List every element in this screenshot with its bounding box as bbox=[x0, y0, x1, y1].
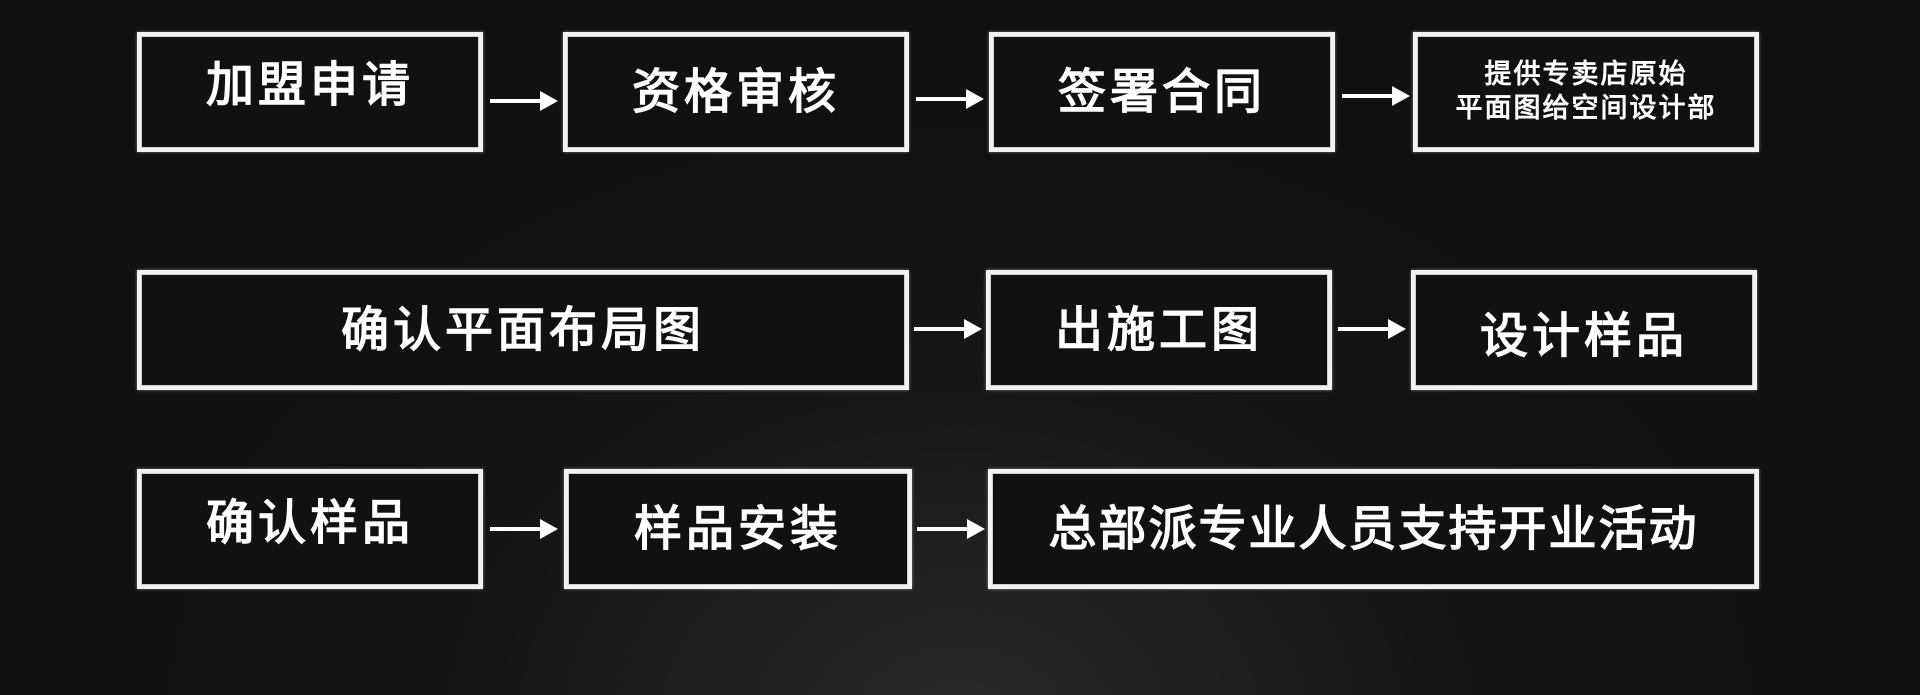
step-confirm-layout: 确认平面布局图 bbox=[137, 270, 909, 390]
step-label: 总部派专业人员支持开业活动 bbox=[1048, 501, 1699, 557]
step-label: 加盟申请 bbox=[205, 57, 414, 113]
right-arrow-icon bbox=[916, 89, 984, 109]
right-arrow-icon bbox=[914, 319, 982, 339]
right-arrow-icon bbox=[917, 519, 985, 539]
step-sign-contract: 签署合同 bbox=[989, 32, 1335, 152]
step-design-samples: 设计样品 bbox=[1411, 270, 1757, 390]
step-label-multiline: 提供专卖店原始 平面图给空间设计部 bbox=[1456, 58, 1717, 126]
step-label-line-2: 平面图给空间设计部 bbox=[1455, 93, 1717, 124]
right-arrow-icon bbox=[1338, 319, 1406, 339]
step-sample-installation: 样品安装 bbox=[564, 469, 912, 589]
step-qualification-review: 资格审核 bbox=[563, 32, 909, 152]
right-arrow-icon bbox=[490, 519, 558, 539]
right-arrow-icon bbox=[490, 91, 558, 111]
step-label: 确认样品 bbox=[205, 495, 414, 551]
step-confirm-samples: 确认样品 bbox=[137, 469, 483, 589]
step-label: 设计样品 bbox=[1479, 308, 1688, 364]
step-label: 样品安装 bbox=[633, 501, 842, 557]
step-construction-drawings: 出施工图 bbox=[986, 270, 1332, 390]
step-label: 确认平面布局图 bbox=[340, 302, 705, 358]
step-label-line-1: 提供专卖店原始 bbox=[1484, 59, 1688, 91]
step-label: 签署合同 bbox=[1057, 64, 1266, 120]
step-provide-floor-plan: 提供专卖店原始 平面图给空间设计部 bbox=[1413, 32, 1759, 152]
step-opening-support: 总部派专业人员支持开业活动 bbox=[988, 469, 1759, 589]
right-arrow-icon bbox=[1342, 86, 1410, 106]
step-label: 出施工图 bbox=[1054, 302, 1263, 358]
step-label: 资格审核 bbox=[631, 64, 840, 120]
step-franchise-application: 加盟申请 bbox=[137, 32, 483, 152]
